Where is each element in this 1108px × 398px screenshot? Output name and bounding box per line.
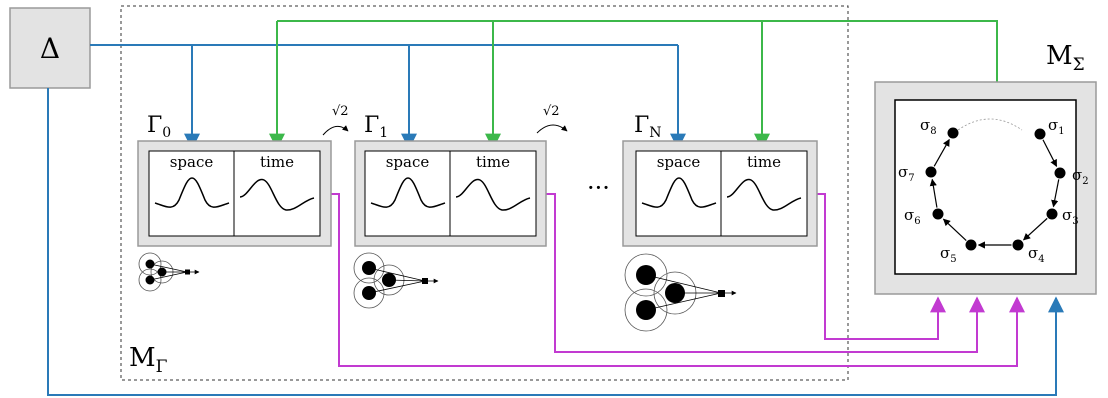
green-connectors bbox=[269, 20, 998, 150]
blue-connectors bbox=[47, 44, 1064, 396]
state-label-1: σ1 bbox=[1048, 116, 1065, 137]
scale-arrow-1: √2 bbox=[322, 104, 349, 136]
m-sigma-label: MΣ bbox=[1046, 41, 1085, 75]
filter-gamma-1-time-curve bbox=[455, 178, 531, 211]
receptive-field-icon-large bbox=[624, 253, 737, 332]
state-transition-6-7 bbox=[929, 178, 938, 208]
m-gamma-label: MΓ bbox=[129, 343, 168, 377]
filter-gamma-0-time-curve bbox=[239, 178, 315, 211]
scale-arrow-2: √2 bbox=[536, 104, 568, 134]
filter-gamma-0-label: Γ0 bbox=[147, 113, 171, 141]
scale-arrow-1-curve bbox=[322, 125, 349, 136]
state-transition-2-3 bbox=[1051, 179, 1060, 208]
state-label-6: σ6 bbox=[904, 206, 921, 227]
filter-gamma-1-space-curve bbox=[370, 177, 446, 208]
state-node-1 bbox=[1034, 128, 1046, 140]
green-line-trunk bbox=[277, 20, 998, 82]
state-node-6 bbox=[932, 208, 944, 220]
state-label-7: σ7 bbox=[898, 163, 915, 184]
state-node-2 bbox=[1054, 167, 1066, 179]
state-labels: σ1 σ2 σ3 σ4 σ5 σ6 σ7 σ8 bbox=[898, 116, 1089, 265]
state-node-3 bbox=[1046, 208, 1058, 220]
delta-label: Δ bbox=[40, 32, 60, 65]
filter-gamma-0-time-label: time bbox=[260, 153, 294, 171]
filter-gamma-0-time-panel bbox=[233, 150, 321, 237]
filter-gamma-0: Γ0 space time bbox=[137, 113, 332, 247]
delta-box bbox=[9, 7, 91, 89]
state-transition-3-4 bbox=[1023, 217, 1048, 241]
state-label-4: σ4 bbox=[1028, 244, 1045, 265]
scale-label-2: √2 bbox=[543, 104, 560, 119]
filter-gamma-1: Γ1 space time bbox=[354, 113, 547, 247]
filter-gamma-n-label: ΓN bbox=[634, 113, 662, 141]
state-node-7 bbox=[925, 166, 937, 178]
state-label-8: σ8 bbox=[920, 116, 937, 137]
filter-gamma-n: ΓN space time bbox=[622, 113, 818, 247]
state-transition-7-8 bbox=[933, 138, 950, 167]
filter-gamma-1-time-panel bbox=[449, 150, 537, 237]
magenta-arrow-gamma1 bbox=[546, 193, 985, 353]
filter-gamma-n-time-curve bbox=[726, 178, 802, 211]
filter-gamma-1-time-label: time bbox=[476, 153, 510, 171]
state-cycle-gap-arc bbox=[957, 118, 1023, 131]
m-gamma-group bbox=[120, 5, 849, 381]
blue-arrow-to-m-sigma bbox=[47, 88, 1064, 396]
filter-gamma-1-label: Γ1 bbox=[364, 113, 388, 141]
ellipsis: ··· bbox=[587, 174, 610, 202]
filter-gamma-0-space-panel bbox=[148, 150, 235, 237]
filter-gamma-n-space-curve bbox=[641, 177, 717, 208]
m-sigma-group: MΣ bbox=[874, 41, 1097, 295]
filter-gamma-0-space-label: space bbox=[170, 153, 214, 171]
filter-gamma-1-space-label: space bbox=[386, 153, 430, 171]
state-transition-5-6 bbox=[942, 218, 967, 241]
state-node-8 bbox=[947, 127, 959, 139]
state-label-5: σ5 bbox=[940, 244, 957, 265]
state-label-3: σ3 bbox=[1062, 206, 1079, 227]
state-node-4 bbox=[1012, 239, 1024, 251]
receptive-field-icon-small bbox=[138, 252, 200, 292]
magenta-connectors bbox=[331, 193, 1025, 367]
state-transition-1-2 bbox=[1042, 139, 1058, 167]
filter-gamma-n-time-label: time bbox=[747, 153, 781, 171]
scale-arrow-2-curve bbox=[536, 124, 568, 134]
filter-gamma-n-space-panel bbox=[635, 150, 722, 237]
filter-gamma-n-time-panel bbox=[720, 150, 808, 237]
state-label-2: σ2 bbox=[1072, 166, 1089, 187]
magenta-arrow-gamma0 bbox=[331, 193, 1025, 367]
filter-gamma-0-space-curve bbox=[154, 177, 230, 208]
scale-label-1: √2 bbox=[332, 104, 349, 119]
receptive-field-icon-medium bbox=[353, 252, 439, 309]
magenta-arrow-gammaN bbox=[817, 193, 946, 340]
state-ring bbox=[925, 127, 1066, 251]
filter-gamma-1-space-panel bbox=[364, 150, 451, 237]
filter-gamma-n-space-label: space bbox=[657, 153, 701, 171]
state-node-5 bbox=[965, 239, 977, 251]
